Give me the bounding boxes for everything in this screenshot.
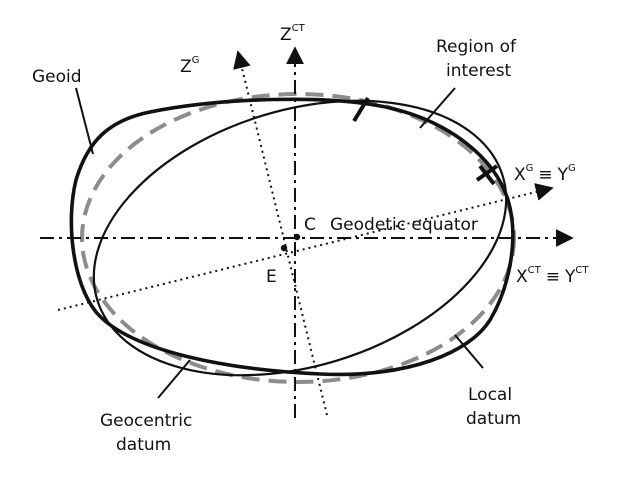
geoid-label: Geoid (32, 67, 82, 87)
geodetic-equator-label: Geodetic equator (330, 215, 478, 235)
local-datum-label-line2: datum (466, 409, 521, 429)
geocentric-leader (157, 359, 191, 399)
z-ct-label: ZCT (280, 23, 306, 45)
z-g-label: ZG (180, 55, 199, 77)
local-leader (454, 334, 484, 369)
geoid-outline (69, 97, 515, 377)
region-label-line1: Region of (436, 37, 517, 57)
c-point-label: C (304, 215, 316, 235)
geoid-leader (75, 87, 94, 155)
x-g-equiv-y-g-label: XG≡YG (514, 163, 576, 185)
region-label-line2: interest (446, 61, 512, 81)
x-ct-equiv-y-ct-label: XCT≡YCT (516, 265, 589, 287)
region-tick-upper (352, 96, 370, 123)
e-point-label: E (266, 267, 277, 287)
z-g-axis (233, 50, 328, 416)
x-g-axis (57, 183, 554, 311)
region-tick-lower-b (478, 164, 496, 186)
local-datum-ellipse (92, 99, 508, 377)
point-e (280, 244, 288, 252)
point-c (293, 233, 301, 241)
geocentric-datum-label-line2: datum (116, 435, 171, 455)
local-datum-label-line1: Local (468, 385, 512, 405)
region-leader (419, 87, 456, 129)
geocentric-datum-label-line1: Geocentric (100, 411, 192, 431)
